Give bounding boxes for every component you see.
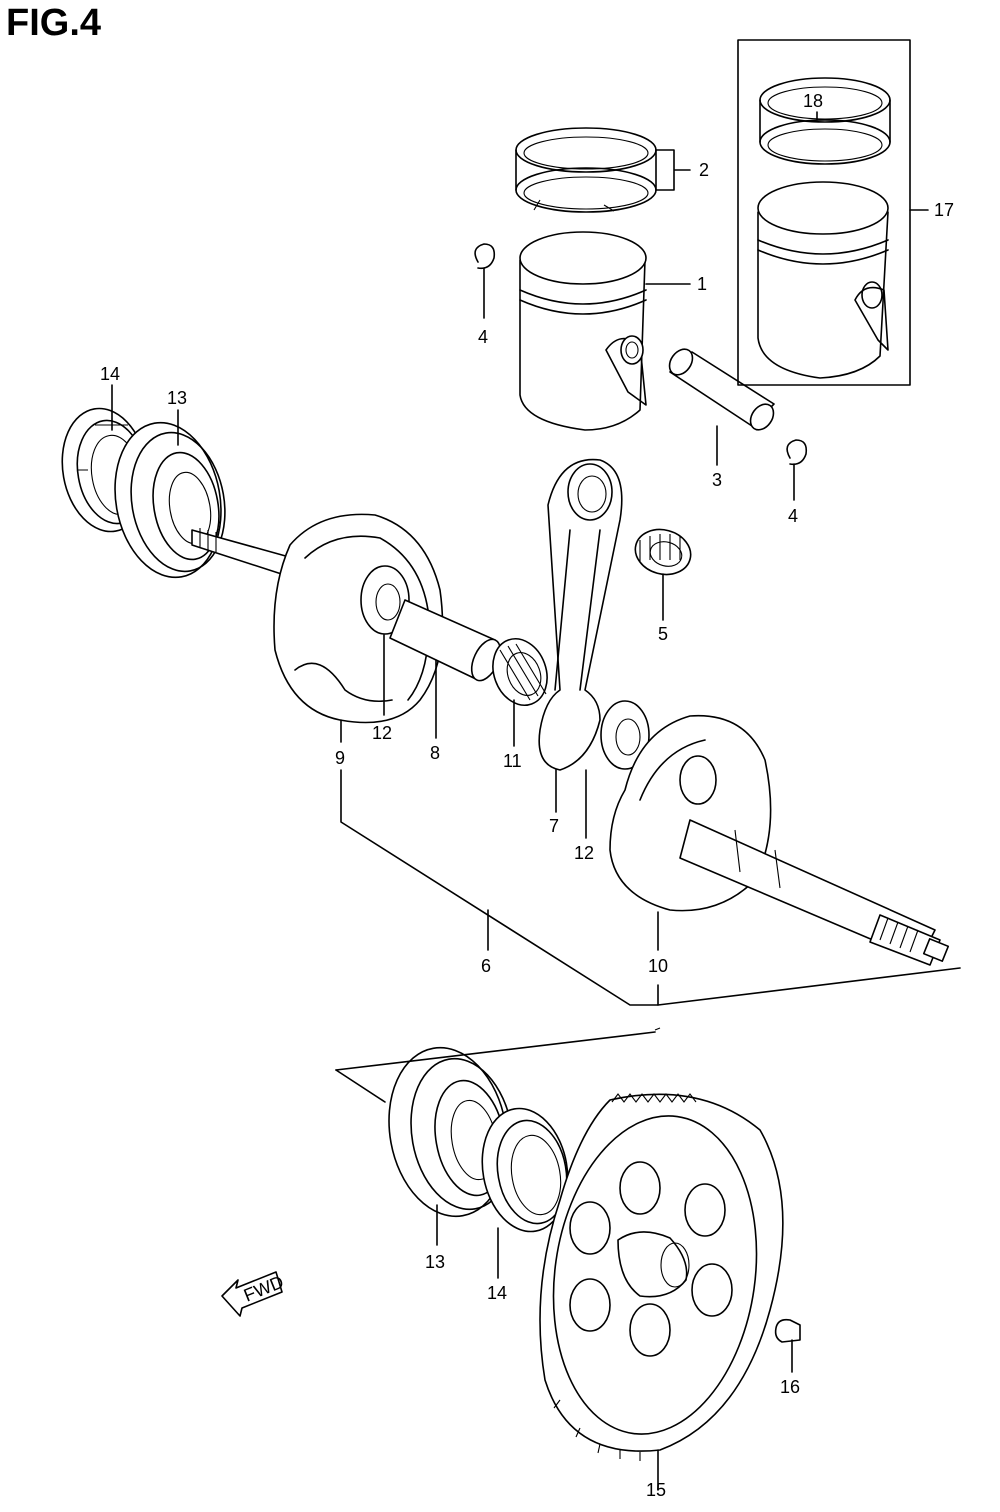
figure-title: FIG.4: [6, 2, 102, 44]
crankshaft-right-half: [609, 714, 950, 966]
callout-9: 9: [335, 748, 345, 768]
callout-18: 18: [803, 91, 823, 111]
callout-2: 2: [699, 160, 709, 180]
circlip-left: [474, 243, 496, 270]
callout-5: 5: [658, 624, 668, 644]
callout-1: 1: [697, 274, 707, 294]
thrust-washer-right: [600, 700, 650, 770]
callout-14-top: 14: [100, 364, 120, 384]
piston: [519, 231, 647, 431]
callout-13-top: 13: [167, 388, 187, 408]
oil-seal-right: [481, 1107, 569, 1233]
callout-17: 17: [934, 200, 954, 220]
callout-4-right: 4: [788, 506, 798, 526]
callout-12-left: 12: [372, 723, 392, 743]
connecting-rod: [538, 458, 623, 771]
leader-lines: [111, 111, 961, 1491]
callout-7: 7: [549, 816, 559, 836]
callout-13-bottom: 13: [425, 1252, 445, 1272]
callout-15: 15: [646, 1480, 666, 1500]
callout-16: 16: [780, 1377, 800, 1397]
callout-6: 6: [481, 956, 491, 976]
callout-3: 3: [712, 470, 722, 490]
forward-arrow-icon: FWD: [221, 1271, 286, 1317]
thrust-washer-left: [360, 565, 410, 635]
woodruff-key: [774, 1318, 801, 1343]
needle-bearing-big-end: [492, 638, 548, 706]
callout-12-right: 12: [574, 843, 594, 863]
callout-4-left: 4: [478, 327, 488, 347]
callout-11: 11: [503, 751, 522, 771]
callout-10: 10: [648, 956, 668, 976]
piston-rings: [515, 127, 657, 213]
circlip-right: [786, 439, 808, 466]
starter-driven-gear: [539, 1093, 784, 1461]
callout-numbers: 1 2 3 4 4 5 6 7 8 9 10 11 12 12 13 13 14…: [100, 91, 954, 1500]
callout-8: 8: [430, 743, 440, 763]
callout-14-bottom: 14: [487, 1283, 507, 1303]
piston-set-box: [737, 39, 911, 386]
needle-bearing-small-end: [634, 528, 692, 576]
piston-pin: [668, 348, 775, 431]
